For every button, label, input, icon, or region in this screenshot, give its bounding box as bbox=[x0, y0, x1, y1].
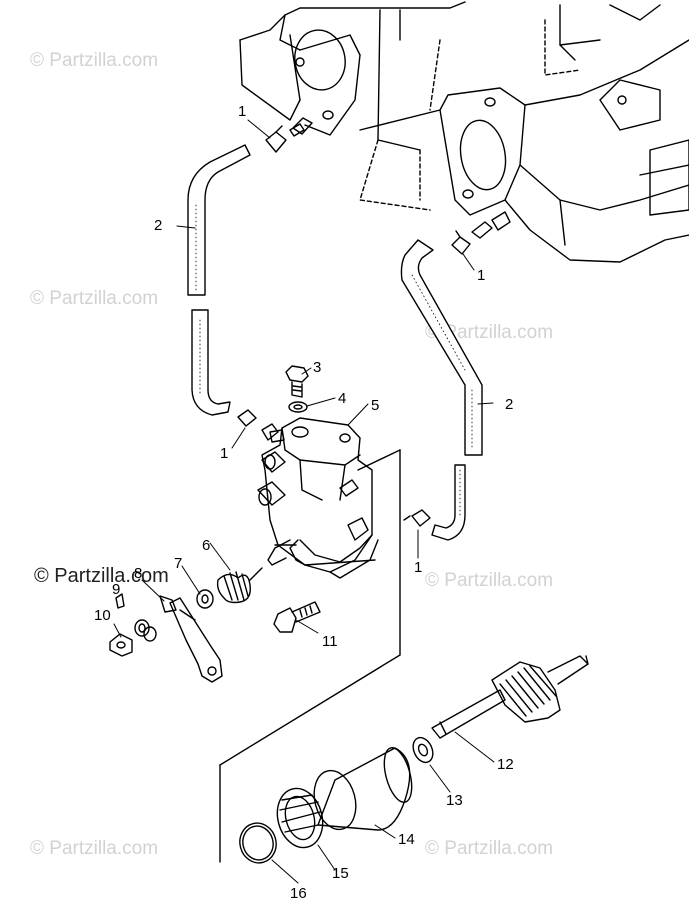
o-ring-16 bbox=[239, 822, 277, 864]
bracket-lines bbox=[219, 449, 401, 863]
callout-2: 2 bbox=[505, 396, 514, 413]
callout-14: 14 bbox=[398, 831, 415, 848]
callout-13: 13 bbox=[446, 792, 463, 809]
callout-15: 15 bbox=[332, 865, 349, 882]
hose-left bbox=[187, 144, 251, 416]
clamp-top-left bbox=[265, 123, 305, 153]
callout-1: 1 bbox=[238, 103, 247, 120]
callout-3: 3 bbox=[313, 359, 322, 376]
callout-16: 16 bbox=[290, 885, 307, 902]
washer-7 bbox=[196, 589, 214, 609]
callout-12: 12 bbox=[497, 756, 514, 773]
clamp-mid-left bbox=[237, 409, 279, 441]
callout-8: 8 bbox=[134, 565, 143, 582]
washer-4 bbox=[288, 401, 308, 413]
washer-9 bbox=[134, 619, 157, 642]
bolt-11 bbox=[273, 601, 321, 633]
callout-6: 6 bbox=[202, 537, 211, 554]
watermark: © Partzilla.com bbox=[30, 838, 159, 859]
callout-1: 1 bbox=[414, 559, 423, 576]
callout-10: 10 bbox=[94, 607, 111, 624]
clamp-mid-right bbox=[403, 509, 431, 527]
callout-1: 1 bbox=[477, 267, 486, 284]
hose-right bbox=[400, 239, 483, 541]
watermark: © Partzilla.com bbox=[30, 50, 159, 71]
callout-4: 4 bbox=[338, 390, 347, 407]
callout-2: 2 bbox=[154, 217, 163, 234]
callout-9: 9 bbox=[112, 581, 121, 598]
washer-13 bbox=[412, 736, 434, 764]
engine-block bbox=[239, 1, 689, 263]
bolt-3 bbox=[285, 365, 309, 398]
oil-pump-body bbox=[257, 417, 379, 579]
callout-7: 7 bbox=[174, 555, 183, 572]
bushing-14 bbox=[313, 747, 413, 831]
callout-1: 1 bbox=[220, 445, 229, 462]
spring-6 bbox=[216, 567, 263, 604]
watermark: © Partzilla.com bbox=[30, 288, 159, 309]
watermark-dark: © Partzilla.com bbox=[34, 565, 169, 587]
nut-10 bbox=[109, 633, 133, 657]
callout-5: 5 bbox=[371, 397, 380, 414]
shaft-12 bbox=[431, 655, 589, 739]
leader-lines bbox=[113, 119, 495, 884]
pin-9 bbox=[115, 593, 125, 609]
clamp-top-right bbox=[451, 230, 471, 255]
watermark: © Partzilla.com bbox=[425, 322, 554, 343]
seal-15 bbox=[276, 787, 324, 849]
hose-texture bbox=[195, 204, 473, 516]
lever-8 bbox=[159, 595, 223, 683]
callout-11: 11 bbox=[322, 633, 338, 650]
watermark: © Partzilla.com bbox=[425, 838, 554, 859]
watermark: © Partzilla.com bbox=[425, 570, 554, 591]
